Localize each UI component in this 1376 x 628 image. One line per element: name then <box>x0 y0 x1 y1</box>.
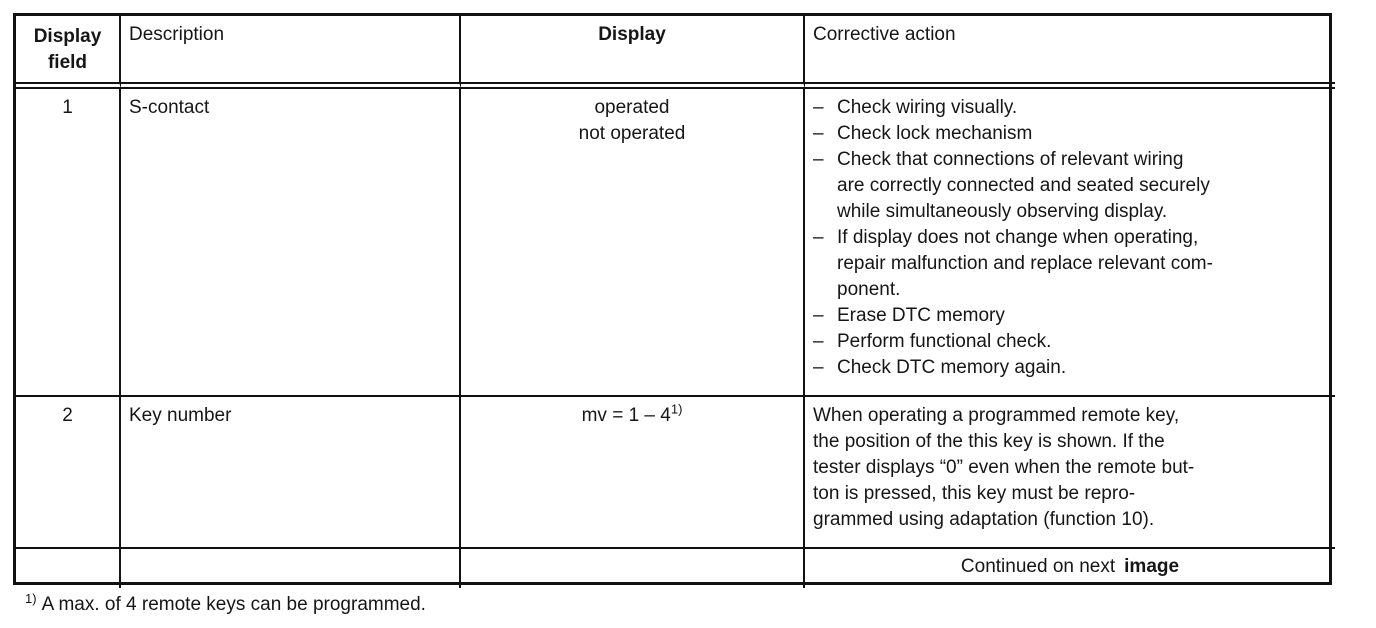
corrective-item: – Check lock mechanism <box>813 121 1327 147</box>
display-state-line: operated <box>594 97 670 118</box>
dash-bullet: – <box>813 357 824 378</box>
corrective-item: – Erase DTC memory <box>813 303 1327 329</box>
dash-bullet: – <box>813 123 824 144</box>
dash-bullet: – <box>813 227 824 248</box>
footer-empty-cell <box>121 549 461 588</box>
corrective-item: – Check DTC memory again. <box>813 355 1327 381</box>
header-display-field: Display field <box>16 16 121 89</box>
row2-description: Key number <box>121 397 461 549</box>
header-description: Description <box>121 16 461 89</box>
dash-bullet: – <box>813 331 824 352</box>
row2-display-field: 2 <box>16 397 121 549</box>
corrective-item: – Perform functional check. <box>813 329 1327 355</box>
dash-bullet: – <box>813 149 824 170</box>
corrective-item: – If display does not change when operat… <box>813 225 1327 303</box>
corrective-item: – Check wiring visually. <box>813 95 1327 121</box>
footnote-reference: 1) <box>670 401 683 417</box>
dash-bullet: – <box>813 97 824 118</box>
diagnostic-table: Display field Description Display Correc… <box>13 13 1335 588</box>
footer-empty-cell <box>16 549 121 588</box>
row1-corrective-action: – Check wiring visually. – Check lock me… <box>805 89 1335 397</box>
footnote-text: A max. of 4 remote keys can be programme… <box>41 594 426 615</box>
dash-bullet: – <box>813 305 824 326</box>
header-display: Display <box>461 16 805 89</box>
row2-display-value: mv = 1 – 41) <box>461 397 805 549</box>
display-state-line: not operated <box>578 123 686 144</box>
corrective-item: – Check that connections of relevant wir… <box>813 147 1327 225</box>
footer-empty-cell <box>461 549 805 588</box>
footnote: 1)A max. of 4 remote keys can be program… <box>25 592 426 618</box>
footnote-marker: 1) <box>25 590 37 606</box>
row2-corrective-action: When operating a programmed remote key, … <box>805 397 1335 549</box>
header-corrective-action: Corrective action <box>805 16 1335 89</box>
row1-display-value: operated not operated <box>461 89 805 397</box>
row1-display-field: 1 <box>16 89 121 397</box>
row1-description: S-contact <box>121 89 461 397</box>
